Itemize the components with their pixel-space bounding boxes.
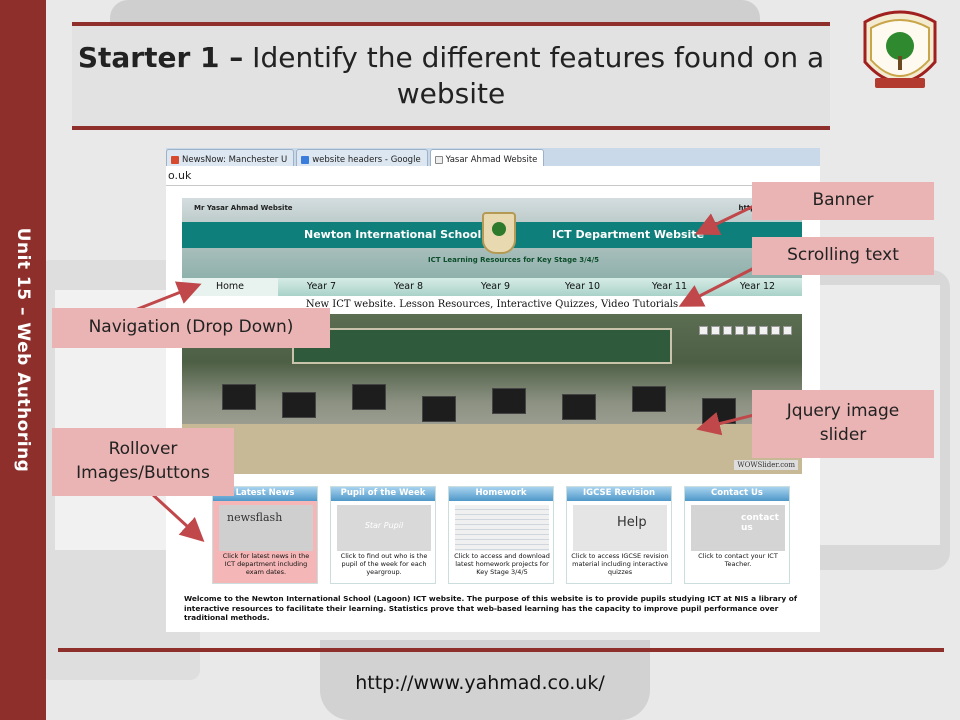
browser-tab-1[interactable]: NewsNow: Manchester U (166, 149, 295, 166)
feature-box-latest-news[interactable]: Latest News newsflash Click for latest n… (212, 486, 318, 584)
slider-dot[interactable] (759, 326, 768, 335)
newsnow-icon (171, 155, 179, 164)
nav-year-12[interactable]: Year 12 (739, 281, 776, 292)
nav-year-10[interactable]: Year 10 (564, 281, 601, 292)
nav-home[interactable]: Home (182, 278, 278, 296)
feature-box-text: Click for latest news in the ICT departm… (222, 552, 310, 576)
browser-tab-2[interactable]: website headers - Google (296, 149, 428, 166)
feature-box-title: Pupil of the Week (331, 487, 435, 501)
feature-box-title: Contact Us (685, 487, 789, 501)
slider-credit[interactable]: WOWSlider.com (734, 460, 798, 470)
browser-tab-bar: NewsNow: Manchester U website headers - … (166, 148, 820, 166)
callout-rollover: Rollover Images/Buttons (52, 428, 234, 496)
monitor-image (222, 384, 256, 410)
monitor-image (702, 398, 736, 424)
keyboard-image: contact us (691, 505, 785, 551)
monitor-image (492, 388, 526, 414)
monitor-image (422, 396, 456, 422)
banner-subtitle: ICT Learning Resources for Key Stage 3/4… (428, 256, 600, 264)
slider-dot[interactable] (711, 326, 720, 335)
side-strip: Unit 15 – Web Authoring (0, 0, 46, 720)
bottom-divider (58, 648, 944, 652)
website-page: Mr Yasar Ahmad Website http://www.ya New… (182, 198, 802, 626)
feature-boxes: Latest News newsflash Click for latest n… (212, 486, 802, 586)
feature-box-text: Click to find out who is the pupil of th… (340, 552, 428, 576)
feature-box-title: Homework (449, 487, 553, 501)
slider-dot[interactable] (783, 326, 792, 335)
school-crest-logo (863, 10, 937, 88)
feature-box-text: Click to contact your ICT Teacher. (698, 552, 778, 568)
website-screenshot: NewsNow: Manchester U website headers - … (166, 148, 820, 632)
nav-year-7[interactable]: Year 7 (306, 281, 337, 292)
background-device-bottom (320, 640, 650, 720)
feature-box-title: IGCSE Revision (567, 487, 671, 501)
slider-dot[interactable] (771, 326, 780, 335)
callout-jquery-slider: Jquery image slider (752, 390, 934, 458)
slider-dot[interactable] (747, 326, 756, 335)
feature-box-pupil-of-week[interactable]: Pupil of the Week Star Pupil Click to fi… (330, 486, 436, 584)
side-label: Unit 15 – Web Authoring (13, 227, 33, 473)
welcome-paragraph: Welcome to the Newton International Scho… (184, 594, 798, 623)
slider-dots (699, 326, 792, 335)
feature-box-contact-us[interactable]: Contact Us contact us Click to contact y… (684, 486, 790, 584)
help-key-image: Help (573, 505, 667, 551)
monitor-image (562, 394, 596, 420)
page-icon (434, 155, 443, 164)
browser-tab-label: NewsNow: Manchester U (182, 154, 288, 165)
address-bar[interactable]: o.uk (166, 166, 820, 186)
slide-title: Starter 1 – Identify the different featu… (72, 22, 830, 130)
newsflash-image: newsflash (219, 505, 313, 551)
star-pupil-image: Star Pupil (337, 505, 431, 551)
classroom-desk (182, 424, 802, 474)
nav-year-11[interactable]: Year 11 (651, 281, 688, 292)
title-rest: Identify the different features found on… (243, 40, 825, 110)
google-icon (301, 155, 310, 164)
slider-dot[interactable] (699, 326, 708, 335)
title-bold: Starter 1 – (77, 40, 244, 74)
site-navigation: Home Year 7 Year 8 Year 9 Year 10 Year 1… (182, 278, 802, 296)
browser-tab-3[interactable]: Yasar Ahmad Website (429, 149, 545, 166)
feature-box-igcse-revision[interactable]: IGCSE Revision Help Click to access IGCS… (566, 486, 672, 584)
feature-box-text: Click to access and download latest home… (454, 552, 550, 576)
classroom-whiteboard (292, 328, 672, 364)
callout-scrolling-text: Scrolling text (752, 237, 934, 275)
feature-box-homework[interactable]: Homework Click to access and download la… (448, 486, 554, 584)
scrolling-text: New ICT website. Lesson Resources, Inter… (182, 296, 802, 314)
site-banner: Mr Yasar Ahmad Website http://www.ya New… (182, 198, 802, 278)
feature-box-text: Click to access IGCSE revision material … (571, 552, 669, 576)
monitor-image (282, 392, 316, 418)
callout-banner: Banner (752, 182, 934, 220)
banner-department: ICT Department Website (552, 228, 705, 241)
browser-tab-label: Yasar Ahmad Website (445, 154, 538, 165)
banner-school-name: Newton International School (304, 228, 482, 241)
slider-dot[interactable] (723, 326, 732, 335)
slider-dot[interactable] (735, 326, 744, 335)
callout-navigation: Navigation (Drop Down) (52, 308, 330, 348)
footer-url[interactable]: http://www.yahmad.co.uk/ (355, 672, 605, 694)
feature-box-title: Latest News (213, 487, 317, 501)
nav-year-8[interactable]: Year 8 (393, 281, 424, 292)
banner-site-name: Mr Yasar Ahmad Website (194, 204, 293, 212)
monitor-image (352, 384, 386, 410)
browser-tab-label: website headers - Google (312, 154, 421, 165)
nav-year-9[interactable]: Year 9 (480, 281, 511, 292)
slide-title-text: Starter 1 – Identify the different featu… (72, 40, 830, 113)
monitor-image (632, 386, 666, 412)
homework-image (455, 505, 549, 551)
banner-crest-icon (482, 212, 516, 254)
